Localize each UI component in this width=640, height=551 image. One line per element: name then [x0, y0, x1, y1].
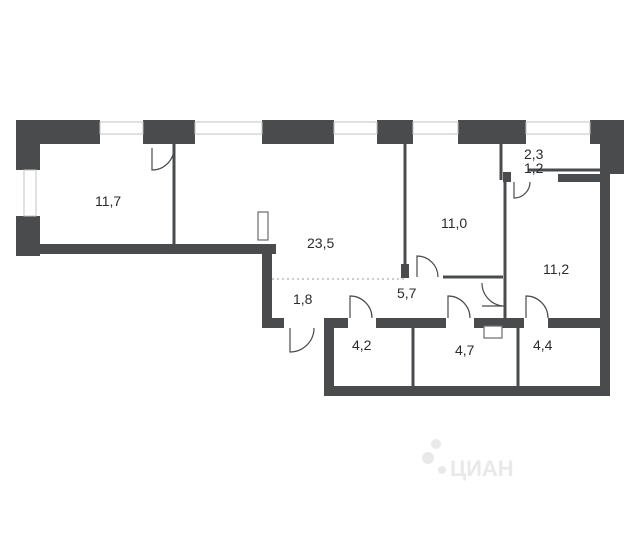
door-storage-4-4	[525, 295, 549, 319]
room-label-1-2: 1,2	[524, 160, 544, 176]
vent-fixture	[483, 325, 503, 339]
thin-walls	[172, 144, 600, 390]
door-room-11-7	[151, 147, 175, 171]
room-label-2-3: 2,3	[524, 146, 544, 162]
room-label-4-2: 4,2	[352, 337, 372, 353]
door-storage-4-2	[349, 295, 373, 319]
fixtures	[257, 211, 503, 339]
thick-walls	[16, 120, 624, 396]
room-label-11-0: 11,0	[441, 215, 467, 231]
door-room-11-0	[416, 255, 439, 278]
room-label-4-7: 4,7	[455, 342, 475, 358]
cian-logo-icon	[422, 439, 446, 474]
door-storage-4-7	[447, 295, 471, 319]
radiator-fixture	[257, 211, 269, 241]
door-bath-1-2	[513, 181, 531, 199]
windows	[23, 121, 591, 217]
area-labels: 11,7 23,5 11,0 2,3 1,2 11,2 1,8 5,7 4,2 …	[95, 146, 569, 358]
room-label-11-7: 11,7	[95, 193, 121, 209]
door-entrance	[289, 327, 315, 353]
door-room-11-2	[481, 282, 506, 307]
room-label-23-5: 23,5	[307, 235, 334, 251]
watermark: ЦИАН	[422, 439, 514, 481]
room-label-1-8: 1,8	[293, 291, 313, 307]
watermark-text: ЦИАН	[450, 456, 514, 481]
room-label-11-2: 11,2	[543, 261, 569, 277]
doors	[151, 147, 549, 353]
room-label-5-7: 5,7	[397, 285, 417, 301]
room-label-4-4: 4,4	[533, 337, 553, 353]
